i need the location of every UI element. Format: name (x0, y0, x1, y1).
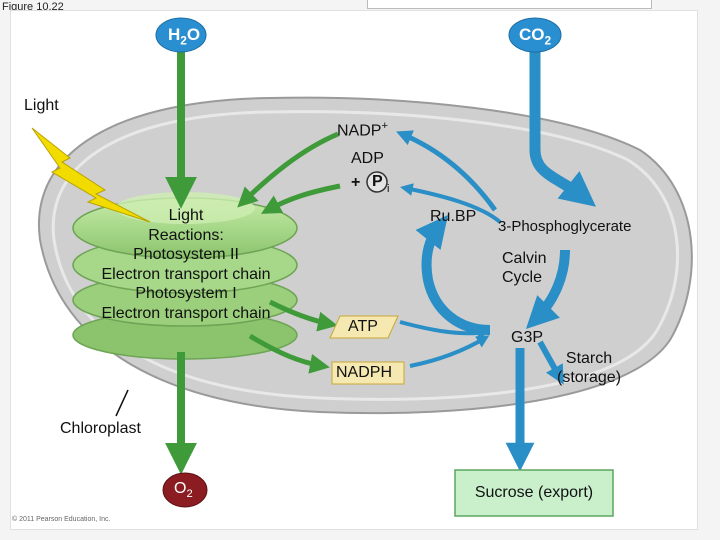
light-label: Light (24, 97, 59, 114)
top-tab (367, 0, 652, 9)
chloroplast-pointer-line (115, 389, 129, 417)
calvin-cycle-arrow-left (415, 215, 491, 335)
light-reactions-title-2: Reactions: (148, 226, 224, 244)
lightning-bolt (31, 127, 151, 223)
sucrose-label: Sucrose (export) (474, 484, 594, 501)
water-label: H2O (168, 25, 201, 48)
nadph-label: NADPH (336, 364, 393, 381)
phosphate-circle (366, 171, 388, 193)
atp-label: ATP (348, 318, 378, 335)
nadp-release-arrow (396, 130, 498, 212)
electron-transport-chain-2: Electron transport chain (101, 304, 271, 322)
rubp-label: Ru.BP (430, 208, 477, 225)
adp-label: ADP (351, 150, 384, 167)
nadp-return-arrow (237, 131, 339, 208)
copyright-text: © 2011 Pearson Education, Inc. (12, 516, 111, 523)
nadph-box (331, 361, 405, 385)
co2-input-arrow (529, 48, 596, 207)
light-reactions-text: Light Reactions: Photosystem II Electron… (76, 206, 296, 323)
atp-consumption-arrow (399, 320, 491, 340)
phosphate-subscript: i (387, 183, 390, 195)
calvin-cycle-label: Calvin Cycle (502, 249, 546, 287)
photosystem-one-label: Photosystem I (135, 285, 237, 302)
co2-label: CO2 (519, 25, 552, 48)
calvin-cycle-arrow-right (525, 249, 570, 330)
nadph-consumption-arrow (409, 335, 490, 368)
starch-line-1: Starch (565, 350, 613, 367)
chloroplast-label: Chloroplast (60, 420, 141, 437)
adp-release-arrow (399, 183, 502, 224)
calvin-line-1: Calvin (502, 250, 547, 267)
water-bubble (155, 17, 207, 53)
phosphate-label: P (372, 173, 383, 190)
atp-production-arrow (268, 299, 338, 332)
phosphoglycerate-label: 3-Phosphoglycerate (498, 218, 632, 235)
oxygen-bubble (162, 472, 208, 508)
g3p-label: G3P (511, 329, 544, 346)
nadp-plus-label: NADP+ (337, 120, 388, 140)
sucrose-box (454, 469, 614, 517)
adp-return-arrow (260, 183, 341, 214)
atp-box (329, 315, 399, 339)
light-reactions-title-1: Light (168, 207, 204, 224)
calvin-line-2: Cycle (502, 269, 543, 286)
plus-label: + (351, 174, 361, 191)
oxygen-label: O2 (174, 480, 193, 501)
starch-label: Starch (storage) (557, 349, 621, 387)
starch-line-2: (storage) (557, 369, 622, 386)
nadph-production-arrow (248, 333, 330, 374)
thylakoid-stack (72, 192, 298, 360)
electron-transport-chain-1: Electron transport chain (101, 265, 271, 283)
g3p-branch-arrow (537, 340, 564, 385)
co2-bubble (508, 17, 562, 53)
chloroplast-inner-membrane (51, 110, 680, 401)
photosystem-two-label: Photosystem II (133, 246, 239, 263)
